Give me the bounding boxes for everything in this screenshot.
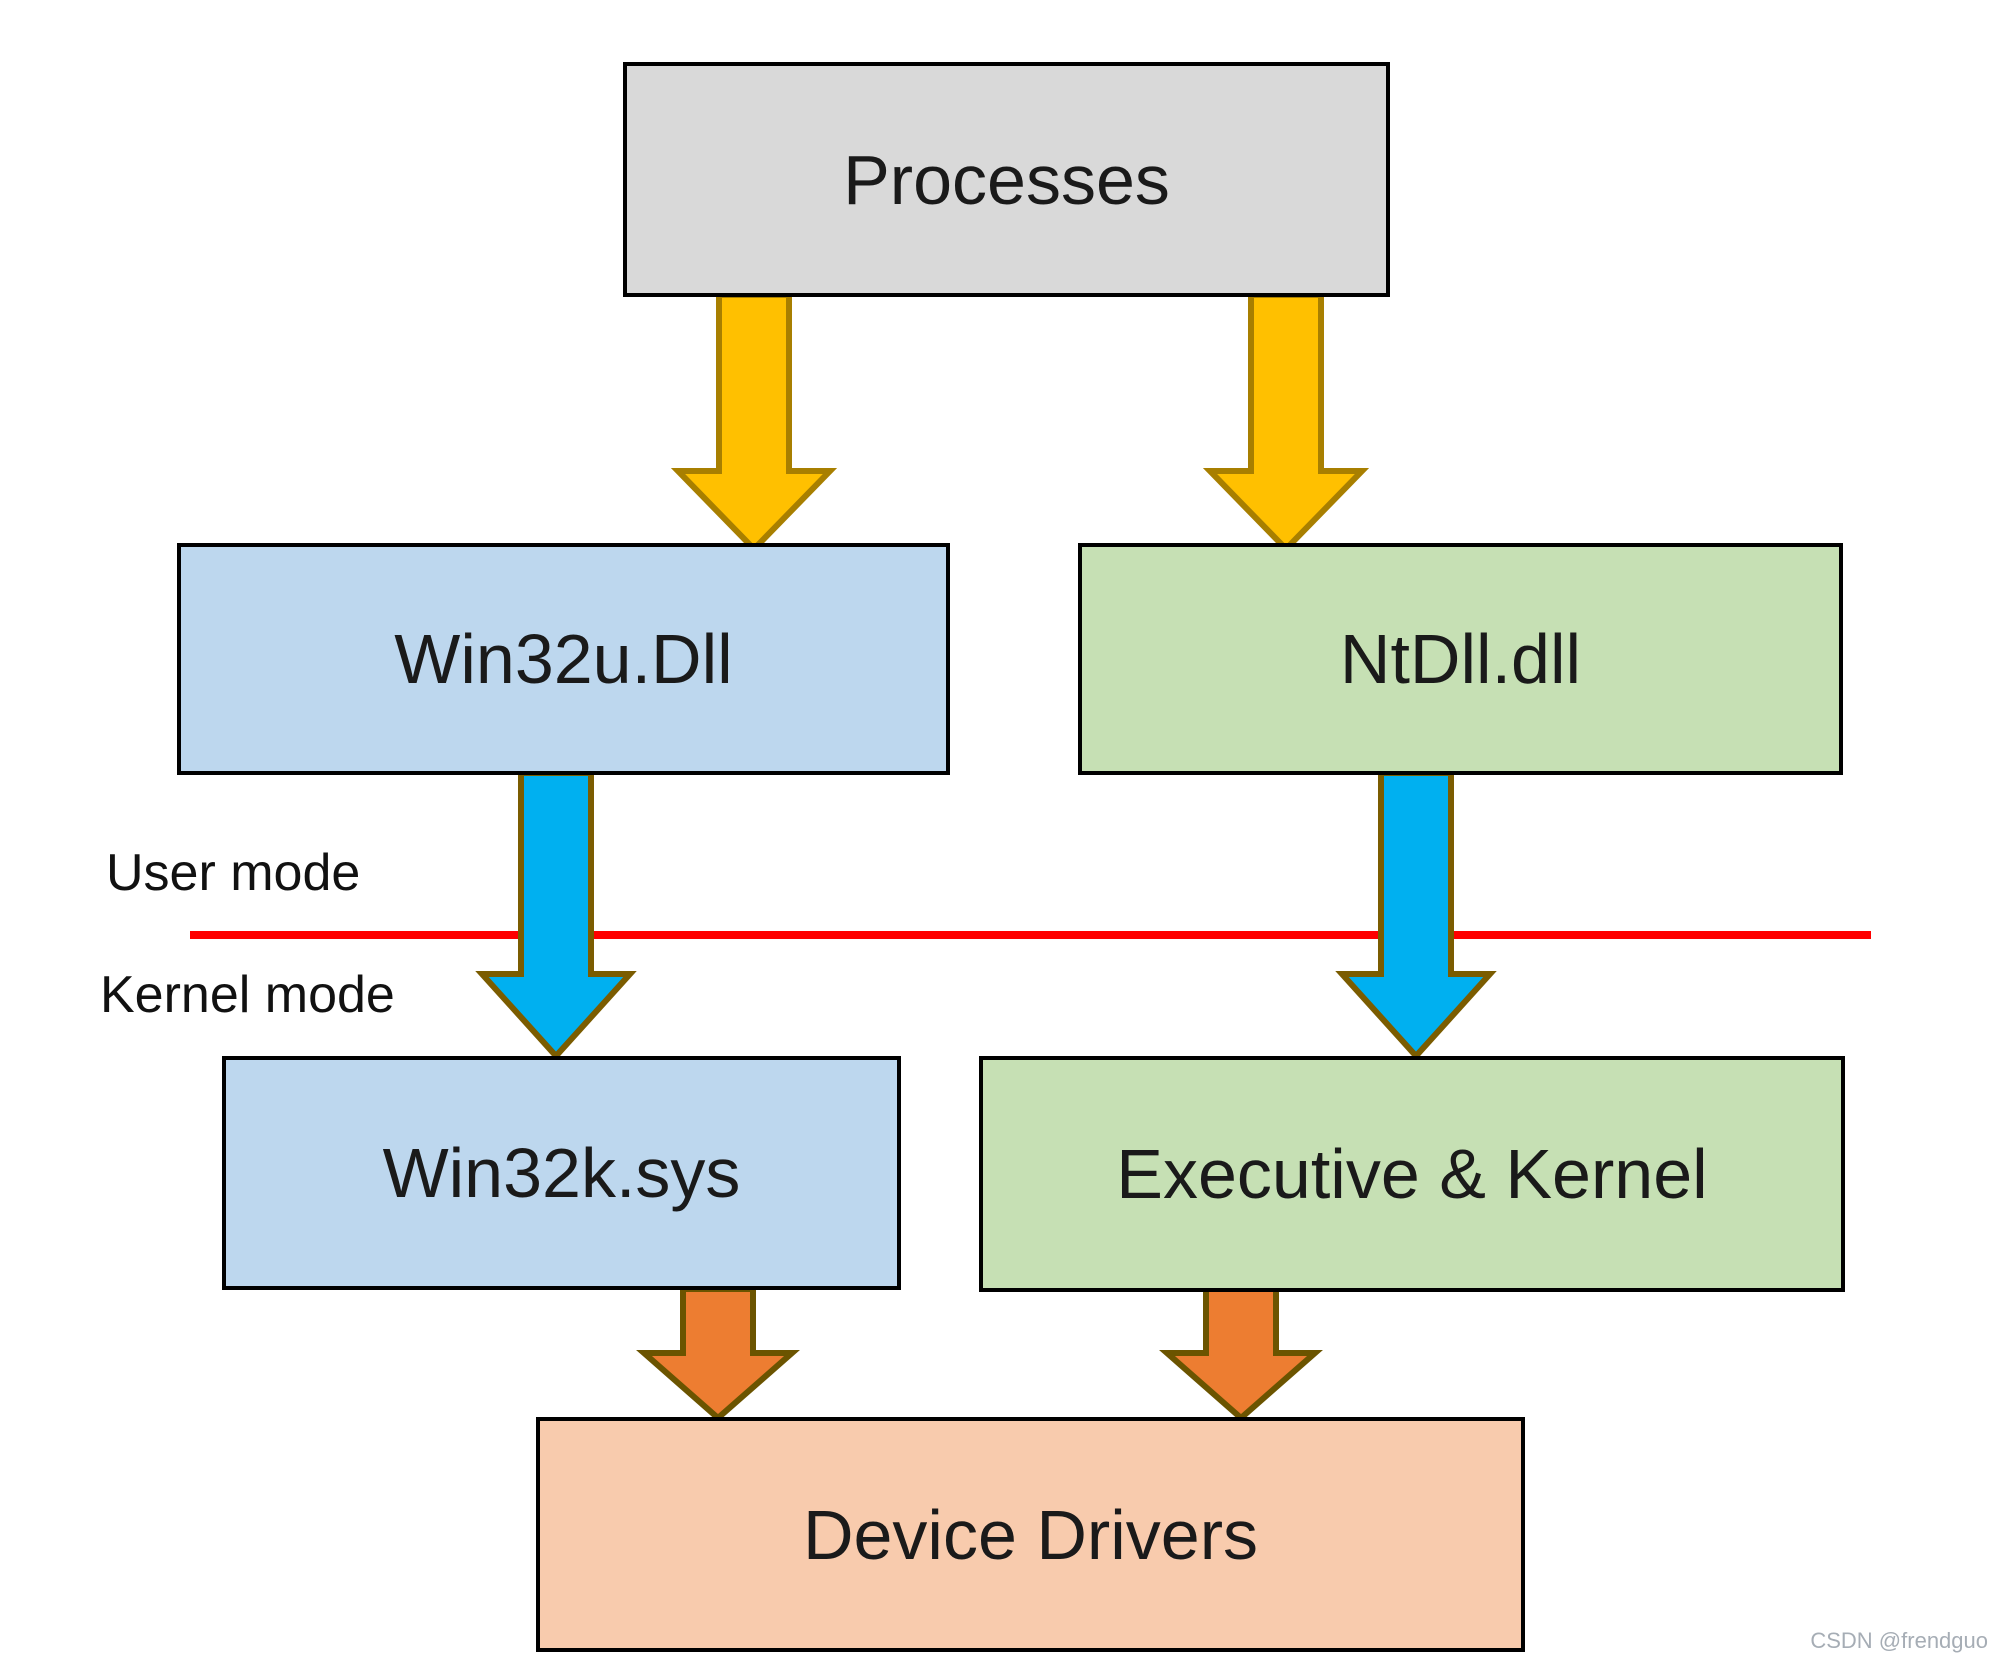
arrow-ntdll-to-executive-icon [1335,770,1497,1061]
node-device-drivers-label: Device Drivers [802,1495,1259,1574]
node-device-drivers: Device Drivers [536,1417,1525,1652]
node-executive-kernel: Executive & Kernel [979,1056,1845,1292]
down-arrow-icon [636,1286,800,1422]
arrow-win32u-to-win32k-icon [475,770,637,1061]
node-ntdll-dll-label: NtDll.dll [1339,620,1582,698]
node-processes: Processes [623,62,1390,297]
arrow-processes-to-ntdll-icon [1202,292,1370,554]
kernel-mode-label: Kernel mode [100,966,395,1024]
node-executive-kernel-label: Executive & Kernel [1116,1135,1708,1213]
down-arrow-icon [1159,1286,1323,1422]
node-processes-label: Processes [843,140,1170,219]
down-arrow-icon [1202,292,1370,554]
arrow-win32k-to-devicedrivers-icon [636,1286,800,1422]
down-arrow-icon [475,770,637,1061]
arrow-executive-to-devicedrivers-icon [1159,1286,1323,1422]
node-win32u-dll: Win32u.Dll [177,543,950,775]
node-win32k-sys: Win32k.sys [222,1056,901,1290]
node-win32u-dll-label: Win32u.Dll [394,620,733,698]
user-kernel-divider-line [190,931,1871,939]
down-arrow-icon [1335,770,1497,1061]
arrow-processes-to-win32u-icon [670,292,838,554]
node-ntdll-dll: NtDll.dll [1078,543,1843,775]
down-arrow-icon [670,292,838,554]
node-win32k-sys-label: Win32k.sys [382,1134,741,1212]
user-mode-label: User mode [106,844,361,902]
watermark: CSDN @frendguo [1810,1628,1988,1653]
